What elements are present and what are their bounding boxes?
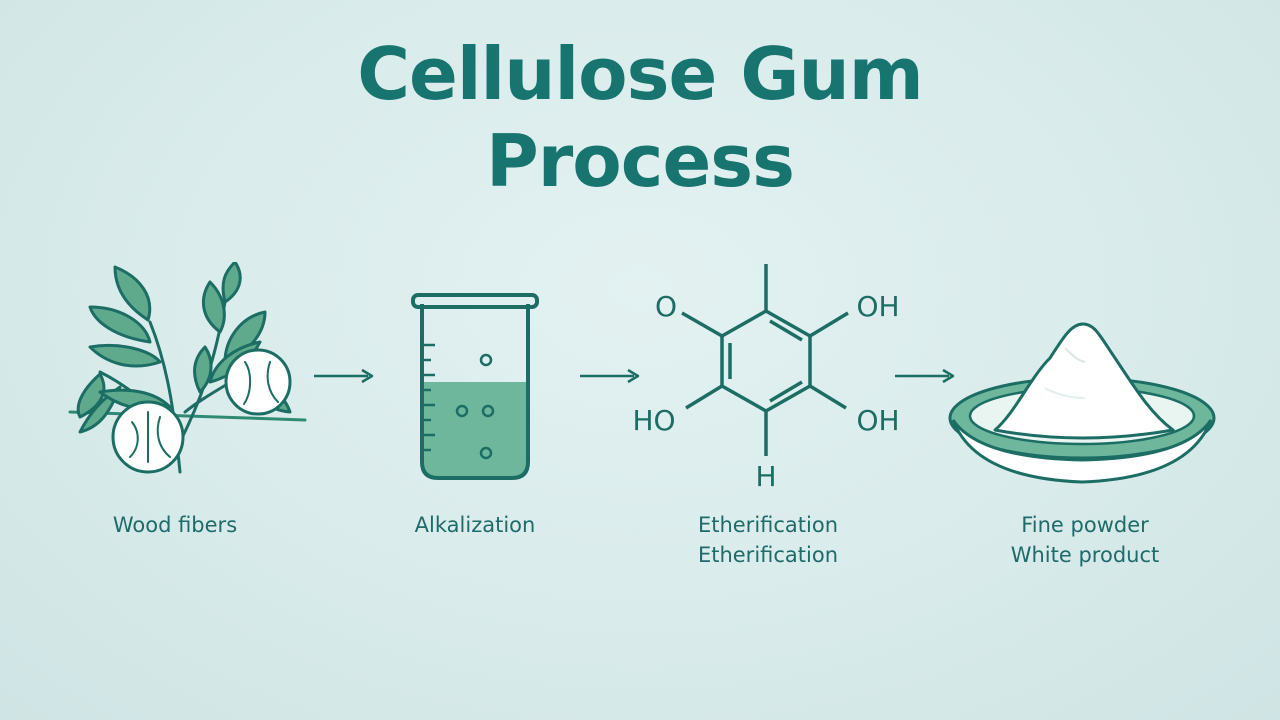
- step-caption-alkalization: Alkalization: [414, 513, 536, 537]
- molecule-label-oh-top: OH: [856, 290, 899, 323]
- molecule-label-o: O: [655, 290, 677, 323]
- molecule-label-ho: HO: [632, 404, 675, 437]
- step-caption-fine-powder: Fine powder White product: [1010, 513, 1160, 567]
- diagram-title-line-1: Cellulose Gum: [357, 32, 924, 116]
- powder-bowl-icon: [948, 322, 1216, 484]
- arrow-right-icon: [895, 368, 955, 384]
- step-caption-etherification: Etherification Etherification: [697, 513, 839, 567]
- arrow-right-icon: [580, 368, 640, 384]
- step-caption-wood-fibers: Wood fibers: [112, 513, 238, 537]
- beaker-icon: [411, 293, 539, 480]
- plant-with-cotton-icon: [68, 262, 307, 474]
- hexagon-molecule-icon: O OH HO OH H: [632, 264, 900, 493]
- diagram-title-line-2: Process: [486, 119, 795, 203]
- arrow-right-icon: [314, 368, 374, 384]
- molecule-label-h: H: [755, 460, 776, 493]
- molecule-label-oh-bottom: OH: [856, 404, 899, 437]
